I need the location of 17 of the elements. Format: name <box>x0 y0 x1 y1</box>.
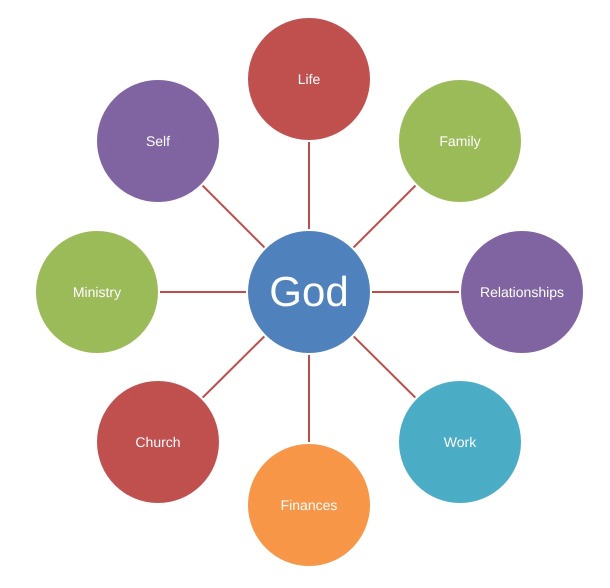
topic-label: Family <box>439 133 481 149</box>
topic-label: Finances <box>280 497 338 513</box>
connector-line <box>202 184 266 248</box>
topic-label: Life <box>298 71 320 87</box>
topic-label: Ministry <box>72 284 122 300</box>
connector-line <box>308 142 310 229</box>
topic-label: Church <box>135 434 181 450</box>
connector-line <box>352 336 416 398</box>
topic-label: God <box>269 268 349 316</box>
connector-line <box>202 336 266 398</box>
topic-label: Work <box>444 434 476 450</box>
connector-line <box>352 184 416 248</box>
connector-line <box>308 355 310 442</box>
connector-line <box>372 291 459 293</box>
connector-line <box>160 291 246 293</box>
topic-label: Self <box>146 133 170 149</box>
topic-label: Relationships <box>480 284 564 300</box>
